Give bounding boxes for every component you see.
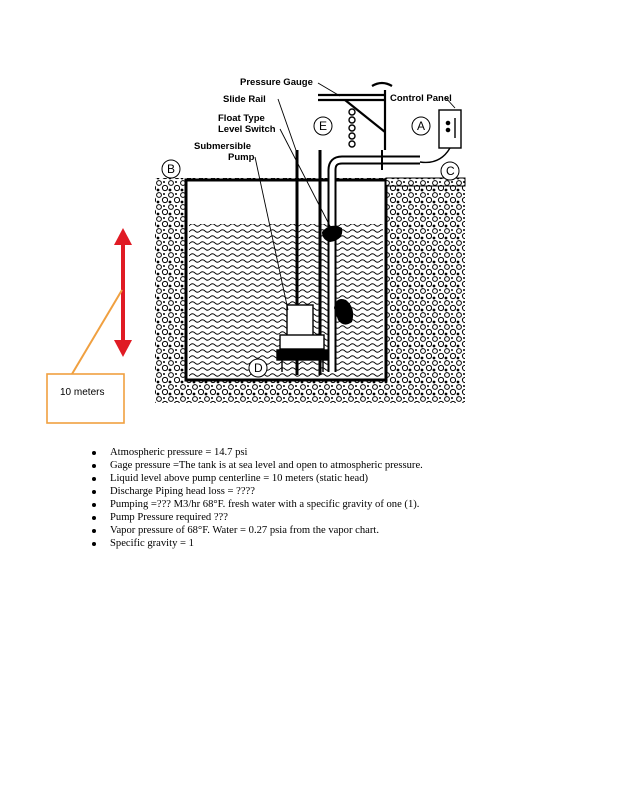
spec-item: Atmospheric pressure = 14.7 psi	[90, 446, 590, 459]
dimension-label: 10 meters	[60, 387, 104, 398]
marker-a: A	[411, 116, 431, 136]
spec-item: Liquid level above pump centerline = 10 …	[90, 472, 590, 485]
float-switch-lower	[334, 299, 354, 325]
rail-frame	[318, 81, 393, 150]
marker-b: B	[161, 159, 181, 179]
spec-item: Vapor pressure of 68°F. Water = 0.27 psi…	[90, 524, 590, 537]
svg-text:C: C	[446, 164, 455, 178]
discharge-pipe	[327, 150, 420, 372]
spec-item: Pumping =??? M3/hr 68°F. fresh water wit…	[90, 498, 590, 511]
spec-item: Specific gravity = 1	[90, 537, 590, 550]
float-switch-upper	[322, 225, 343, 242]
leader-lines	[254, 82, 456, 311]
svg-text:E: E	[319, 119, 327, 133]
sump-pump-diagram: Pressure Gauge Slide Rail Float Type Lev…	[46, 77, 466, 424]
callout-box	[46, 373, 125, 424]
marker-e: E	[313, 116, 333, 136]
callout-leader	[71, 289, 123, 375]
label-pressure-gauge: Pressure Gauge	[240, 77, 313, 88]
label-slide-rail: Slide Rail	[223, 94, 266, 105]
label-control-panel: Control Panel	[390, 93, 452, 104]
lifting-chain	[348, 108, 356, 148]
spec-item: Gage pressure =The tank is at sea level …	[90, 459, 590, 472]
spec-item: Discharge Piping head loss = ????	[90, 485, 590, 498]
svg-text:D: D	[254, 361, 263, 375]
svg-text:B: B	[167, 162, 175, 176]
spec-item: Pump Pressure required ???	[90, 511, 590, 524]
spec-list: Atmospheric pressure = 14.7 psi Gage pre…	[90, 446, 590, 550]
height-dimension-arrow	[114, 228, 132, 357]
control-panel	[419, 109, 462, 164]
svg-text:A: A	[417, 119, 425, 133]
label-float-switch-line1: Float Type	[218, 113, 265, 124]
label-float-switch-line2: Level Switch	[218, 124, 276, 135]
label-pump-line2: Pump	[228, 152, 255, 163]
label-pump-line1: Submersible	[194, 141, 251, 152]
marker-d: D	[248, 358, 268, 378]
ground-surface-right	[385, 177, 466, 187]
marker-c: C	[440, 161, 460, 181]
submersible-pump	[276, 304, 328, 372]
